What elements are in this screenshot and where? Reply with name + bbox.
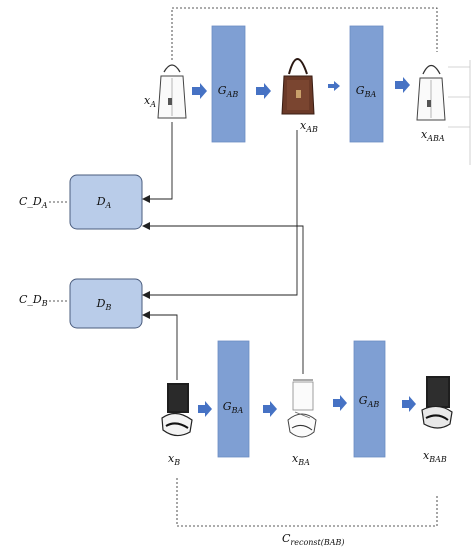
image-label-xb: xB	[168, 452, 180, 467]
image-xbab-dark-item	[421, 376, 453, 429]
generator-bottom-ba	[217, 340, 250, 458]
loss-label-reconst-bab: Creconst(BAB)	[282, 532, 345, 547]
image-xa-white-bag	[157, 64, 187, 119]
image-xaba-white-bag	[416, 64, 446, 121]
top-reconst-loop	[171, 7, 438, 60]
discriminator-b-label: DB	[96, 297, 112, 312]
generator-bottom-ba-label: GBA	[223, 400, 244, 415]
bottom-reconst-loop	[176, 478, 438, 527]
image-xab-brown-bag	[281, 58, 315, 115]
edge-xab-to-db	[142, 130, 298, 299]
flow-arrow-icon	[263, 401, 277, 417]
flow-arrow-icon	[198, 401, 212, 417]
edge-xa-to-da	[142, 122, 173, 203]
flow-arrow-icon	[402, 396, 416, 412]
image-xb-dark-item	[161, 383, 193, 437]
generator-top-ba-label: GBA	[356, 84, 377, 99]
image-label-xa: xA	[144, 94, 156, 109]
loss-label-c-db: C_DB	[19, 293, 48, 308]
loss-label-c-da: C_DA	[19, 195, 48, 210]
generator-top-ab	[211, 25, 246, 143]
image-label-xab: xAB	[300, 119, 318, 134]
image-label-xba: xBA	[292, 452, 310, 467]
generator-bottom-ab	[353, 340, 386, 458]
discriminator-b	[69, 278, 143, 329]
generator-bottom-ab-label: GAB	[359, 394, 380, 409]
image-label-xaba: xABA	[421, 128, 445, 143]
flow-arrow-icon	[328, 81, 340, 91]
edge-xba-to-da	[142, 222, 304, 374]
flow-arrow-icon	[256, 83, 271, 99]
edge-xb-to-db	[142, 311, 178, 380]
generator-top-ab-label: GAB	[218, 84, 239, 99]
generator-top-ba	[349, 25, 384, 143]
image-label-xbab: xBAB	[423, 449, 447, 464]
flow-arrow-icon	[395, 77, 410, 93]
discriminator-a-label: DA	[96, 195, 112, 210]
flow-arrow-icon	[333, 395, 347, 411]
edge-hint-lines	[448, 60, 471, 165]
flow-arrow-icon	[192, 83, 207, 99]
image-xba-white-sketch	[287, 379, 317, 438]
